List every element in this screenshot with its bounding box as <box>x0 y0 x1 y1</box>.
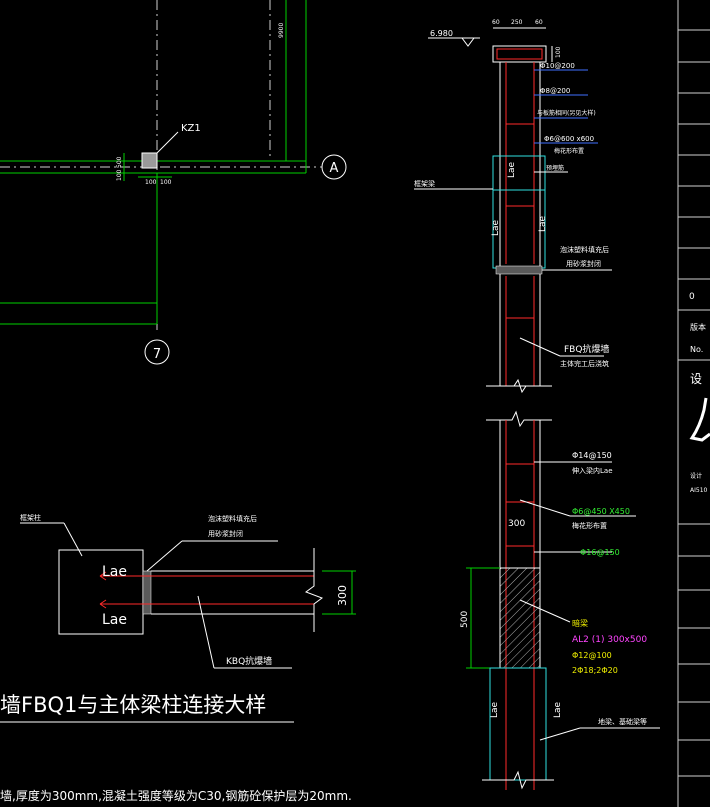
break-mark-detail <box>304 548 324 632</box>
leader-fbq <box>519 337 561 357</box>
leader-dl <box>519 599 571 623</box>
note-fbq: FBQ抗爆墙 <box>564 343 609 355</box>
dl-size: AL2 (1) 300x500 <box>572 635 647 645</box>
leader-d6-grid <box>519 499 571 517</box>
note-anchor: 与板筋相同(另见大样) <box>537 109 596 117</box>
lower-ties <box>506 463 534 547</box>
plan-view: KZ1 9900 100 500 100 100 A 7 <box>0 0 347 365</box>
note-order: 主体完工后浇筑 <box>560 359 609 368</box>
leader-foam-detail <box>146 540 183 572</box>
label-kbq: KBQ抗爆墙 <box>226 655 272 667</box>
ground-beam <box>489 667 547 781</box>
note-foam: 泡沫塑料填充后 <box>560 245 609 254</box>
note-d16: Φ16@150 <box>580 548 620 557</box>
hidden-beam-hatch <box>499 567 541 669</box>
lae-top: Lae <box>102 564 127 580</box>
leader-ground <box>539 727 581 741</box>
column-kz1 <box>141 152 158 169</box>
dl-stirrup: Φ12@100 <box>572 651 612 660</box>
lae-bottom: Lae <box>102 612 127 628</box>
note-seal: 用砂浆封闭 <box>566 259 601 268</box>
top-dim-60-left: 60 <box>492 19 500 26</box>
tb-cell-design: 设 <box>690 372 702 386</box>
tb-cell-zero: 0 <box>689 292 695 302</box>
dim-bottom-100-a: 100 <box>145 179 157 186</box>
detail-note: 墙,厚度为300mm,混凝土强度等级为C30,钢筋砼保护层为20mm. <box>0 788 352 803</box>
break-mark-3 <box>482 770 554 790</box>
note-ground: 地梁、基础梁等 <box>598 717 647 726</box>
tb-code: AI510 <box>690 487 708 494</box>
tb-cell-no: No. <box>690 345 703 354</box>
leader-kbq <box>197 595 215 669</box>
elevation-label: 6.980 <box>430 29 453 38</box>
dl-title: 暗梁 <box>572 618 588 628</box>
frame-beam-block <box>492 155 546 269</box>
note-d10: Φ10@200 <box>540 62 575 70</box>
note-d6-grid: Φ6@450 X450 <box>572 507 630 516</box>
dim-300-label: 300 <box>336 585 349 606</box>
beam-depth-label: 100 <box>555 46 562 58</box>
dim-9900: 9900 <box>278 23 285 38</box>
kz1-leader <box>156 131 179 154</box>
lae-5: Lae <box>553 701 563 718</box>
label-col: 框架柱 <box>20 513 41 522</box>
foam-fill-strip <box>495 265 543 275</box>
lae-1: Lae <box>507 161 517 178</box>
connection-detail: 框架柱 Lae Lae 300 泡沫塑料填充后 用砂浆封闭 KBQ抗爆墙 墙FB… <box>0 513 356 803</box>
note-d8: Φ8@200 <box>540 87 570 95</box>
detail-title: 墙FBQ1与主体梁柱连接大样 <box>0 693 266 717</box>
arrow-top <box>99 571 107 581</box>
lae-2: Lae <box>491 219 501 236</box>
detail-note-foam: 泡沫塑料填充后 <box>208 514 257 523</box>
title-block: 0 版本 No. 设 设计 AI510 <box>677 0 710 807</box>
label-beam-left: 框架梁 <box>414 179 435 188</box>
rebar-hook-1 <box>506 123 534 319</box>
dim-300-section: 300 <box>508 519 525 529</box>
kz1-label: KZ1 <box>181 123 201 134</box>
dim-bottom-100-b: 100 <box>160 179 172 186</box>
elevation-triangle <box>461 37 475 47</box>
top-dim-250: 250 <box>511 19 523 26</box>
leader-col-diag <box>63 522 83 557</box>
lae-4: Lae <box>490 701 500 718</box>
axis-bubble-a <box>321 154 347 180</box>
section-view: 6.980 60 250 60 100 Lae Lae Lae Φ10@200 <box>414 19 660 790</box>
column-block <box>58 549 144 635</box>
note-d14-anchor: 伸入梁内Lae <box>572 466 613 475</box>
note-pre-embed: 预埋筋 <box>546 164 564 172</box>
note-tie: 梅花形布置 <box>554 147 584 155</box>
axis-7-label: 7 <box>153 347 161 362</box>
detail-note-seal: 用砂浆封闭 <box>208 529 243 538</box>
tb-designer-label: 设计 <box>690 472 702 480</box>
note-d6: Φ6@600 x600 <box>544 135 594 143</box>
break-mark-2 <box>486 410 552 428</box>
note-tie-2: 梅花形布置 <box>572 521 607 530</box>
dim-left-100: 100 <box>116 169 123 181</box>
tb-cell-version: 版本 <box>690 322 706 332</box>
arrow-bottom <box>99 599 107 609</box>
axis-bubble-7 <box>144 339 170 365</box>
break-mark-1 <box>486 378 552 394</box>
top-dim-60-right: 60 <box>535 19 543 26</box>
dim-left-500: 500 <box>116 156 123 168</box>
dim-500-label: 500 <box>460 611 470 628</box>
foam-fill-detail <box>142 570 152 615</box>
axis-a-label: A <box>330 161 339 176</box>
note-d14: Φ14@150 <box>572 451 612 460</box>
lae-3: Lae <box>538 215 548 232</box>
dl-bars: 2Φ18;2Φ20 <box>572 666 618 675</box>
top-beam <box>492 45 547 63</box>
logo-mark <box>689 397 710 442</box>
top-beam-rebar <box>496 48 543 60</box>
